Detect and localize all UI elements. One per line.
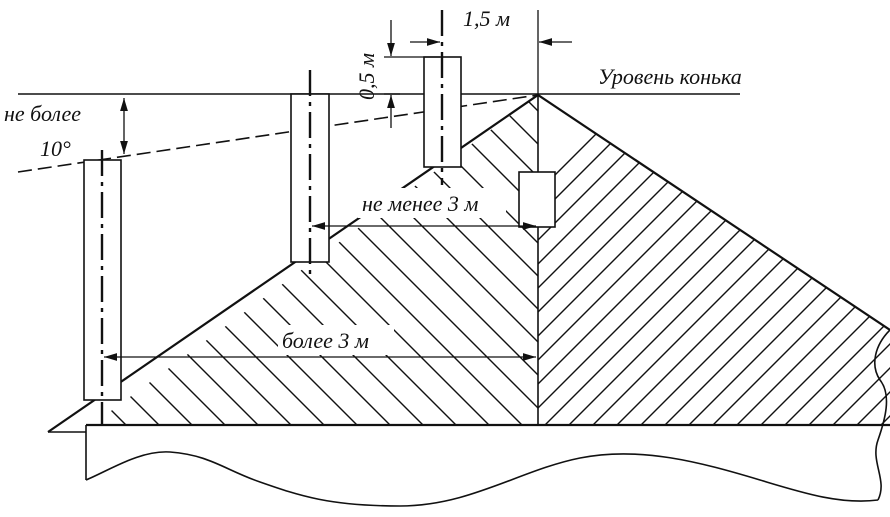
hatch-line (115, 95, 457, 426)
chimney-middle (290, 70, 330, 275)
hatch-line (538, 95, 694, 426)
chimney-far (83, 150, 122, 425)
chimney-at-ridge (518, 171, 556, 228)
hatch-line (0, 85, 27, 425)
ridge-level-label: Уровень конька (598, 64, 742, 89)
height-above-label: 0,5 м (354, 53, 379, 100)
hatch-line (511, 95, 538, 426)
chimney-near-ridge (423, 10, 462, 185)
hatch-line (880, 95, 890, 426)
hatch-line (88, 95, 160, 426)
hatch-line (736, 95, 890, 426)
hatch-line (538, 95, 790, 426)
hatch-line (412, 95, 538, 426)
hatch-line (677, 85, 890, 425)
hatch-line (568, 95, 890, 426)
height-above-ridge-dimension (384, 20, 440, 128)
hatch-line (644, 85, 890, 425)
hatch-line (538, 95, 814, 426)
house-wall-break-line (85, 329, 890, 507)
hatch-line (578, 85, 890, 425)
hatch-line (478, 95, 538, 426)
hatch-line (611, 85, 890, 425)
hatch-line (784, 95, 890, 426)
hatch-line (538, 95, 838, 426)
hatch-line (445, 95, 538, 426)
ridge-offset-label: 1,5 м (463, 6, 510, 31)
min-distance-label-bg (358, 188, 506, 218)
hatch-line (538, 95, 862, 426)
hatch-line (616, 95, 890, 426)
hatch-line (181, 95, 523, 426)
min-distance-label: не менее 3 м (362, 191, 478, 216)
hatch-line (538, 95, 670, 426)
hatch-line (538, 95, 766, 426)
over-distance-label-bg (278, 325, 394, 355)
hatch-line (544, 95, 886, 426)
hatch-line (760, 95, 890, 426)
over-distance-label: более 3 м (282, 328, 369, 353)
hatch-line (346, 95, 538, 426)
angle-limit-label: не более (4, 101, 81, 126)
hatch-line (313, 95, 538, 426)
hatch-line (88, 95, 259, 426)
ten-degree-line (17, 94, 539, 173)
hatch-line (640, 95, 890, 426)
hatch-line (592, 95, 890, 426)
hatch-line (832, 95, 890, 426)
hatch-line (856, 95, 890, 426)
angle-value-label: 10° (40, 136, 71, 161)
hatch-line (538, 95, 646, 426)
ridge-offset-dimension (410, 10, 572, 95)
hatch-line (808, 95, 890, 426)
